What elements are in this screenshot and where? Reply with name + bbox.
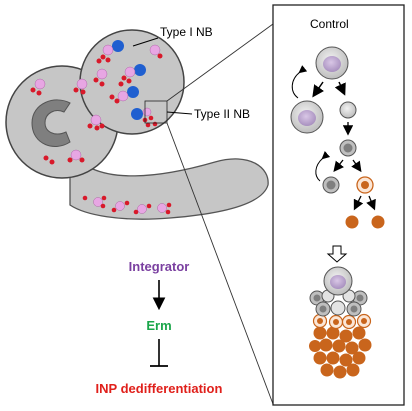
neuron-cell-right: [371, 215, 385, 229]
signaling-pathway: Integrator Erm INP dedifferentiation: [96, 259, 223, 396]
summary-hollow-arrow: [326, 245, 348, 263]
self-renew-arrow-1: [291, 65, 308, 99]
neuron-cell-left: [345, 215, 359, 229]
vnc-cells: [82, 195, 172, 215]
brain-illustration: [5, 29, 269, 220]
lineage-cluster: [309, 266, 372, 379]
gmc-arrow-left: [353, 195, 364, 211]
type-i-nb-label: Type I NB: [160, 25, 213, 39]
self-renew-arrow-2: [315, 151, 331, 182]
immature-inp-cell: [339, 101, 357, 119]
control-title: Control: [310, 17, 349, 31]
type-i-nb-clusters: [93, 40, 163, 104]
erm-label: Erm: [146, 318, 171, 333]
division-arrow-left-2: [333, 159, 344, 173]
type-ii-leader-line: [166, 111, 193, 115]
integrator-label: Integrator: [129, 259, 190, 274]
zoom-line-bottom: [166, 122, 274, 405]
left-lobe-cells: [30, 78, 105, 165]
gmc-arrow-right: [366, 195, 376, 211]
division-arrow-right-1: [334, 81, 346, 96]
type-i-leader-line: [132, 37, 159, 47]
type-ii-nb-label: Type II NB: [194, 107, 250, 121]
control-lineage-panel: Control: [272, 4, 405, 406]
inp-dedifferentiation-label: INP dedifferentiation: [96, 381, 223, 396]
zoom-line-top: [166, 23, 274, 102]
division-arrow-right-2: [351, 159, 362, 173]
neuropil: [31, 99, 71, 147]
division-arrow-left-1: [312, 81, 325, 98]
